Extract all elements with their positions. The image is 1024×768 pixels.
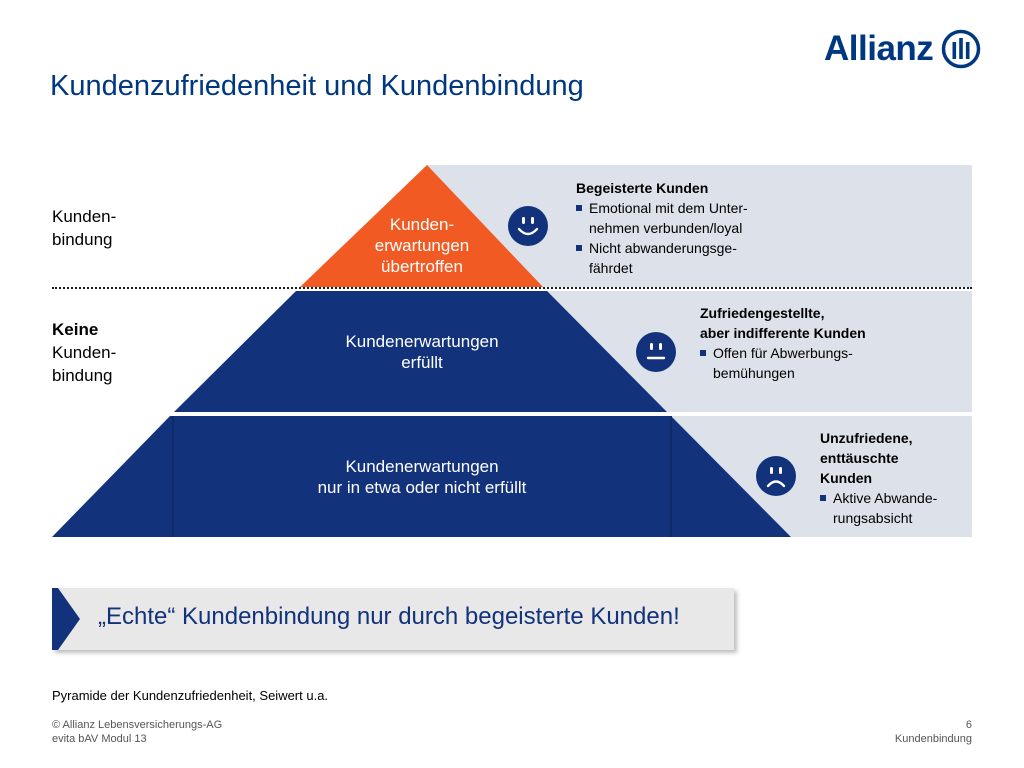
label-kundenbindung: Kunden- bindung	[52, 205, 116, 251]
label-line: Kunden-	[52, 207, 117, 226]
source-note: Pyramide der Kundenzufriedenheit, Seiwer…	[52, 688, 329, 703]
pyramid-tier-top	[300, 165, 543, 287]
logo-wordmark: Allianz	[824, 29, 934, 68]
label-line: Keine	[52, 320, 99, 339]
label-line: bindung	[52, 230, 113, 249]
label-keine-kundenbindung: Keine Kunden- bindung	[52, 318, 116, 387]
bullet-line: fährdet	[589, 260, 633, 276]
segment-title: Kunden	[820, 470, 873, 486]
pyramid-text-line: erfüllt	[401, 353, 443, 372]
bullet-item: Emotional mit dem Unter- nehmen verbunde…	[576, 198, 796, 238]
pyramid-bottom-text: Kundenerwartungen nur in etwa oder nicht…	[262, 456, 582, 498]
segment-zufrieden: Zufriedengestellte, aber indifferente Ku…	[700, 303, 940, 383]
segment-begeistert: Begeisterte Kunden Emotional mit dem Unt…	[576, 178, 796, 278]
chevron-right-icon	[52, 588, 80, 650]
pyramid-tier-middle	[174, 291, 667, 412]
pyramid-text-line: erwartungen	[374, 236, 470, 255]
allianz-logo: Allianz	[824, 28, 981, 70]
allianz-eagle-icon	[942, 29, 981, 69]
band-top	[427, 165, 972, 287]
pyramid-text-line: nur in etwa oder nicht erfüllt	[317, 478, 527, 497]
pyramid-text-line: übertroffen	[381, 257, 463, 276]
band-middle	[545, 291, 972, 412]
pyramid-top-text: Kunden- erwartungen übertroffen	[342, 214, 502, 277]
bullet-line: rungsabsicht	[833, 510, 913, 526]
segment-title: Unzufriedene,	[820, 430, 913, 446]
smile-face-icon	[508, 206, 548, 246]
bullet-line: nehmen verbunden/loyal	[589, 220, 743, 236]
segment-title: enttäuschte	[820, 450, 899, 466]
bullet-item: Aktive Abwande- rungsabsicht	[820, 488, 970, 528]
segment-title: Zufriedengestellte,	[700, 305, 825, 321]
footer-left: © Allianz Lebensversicherungs-AG evita b…	[52, 718, 222, 746]
sad-face-icon	[756, 456, 796, 496]
bullet-line: Nicht abwanderungsge-	[589, 240, 737, 256]
pyramid-text-line: Kundenerwartungen	[345, 332, 499, 351]
segment-bullets: Aktive Abwande- rungsabsicht	[820, 488, 970, 528]
bullet-item: Nicht abwanderungsge- fährdet	[576, 238, 796, 278]
bullet-line: Emotional mit dem Unter-	[589, 200, 748, 216]
footer-section: Kundenbindung	[894, 733, 972, 745]
band-bottom	[671, 416, 972, 537]
pyramid-tier-bottom	[52, 416, 791, 537]
key-message-banner: „Echte“ Kundenbindung nur durch begeiste…	[52, 588, 734, 650]
segment-bullets: Emotional mit dem Unter- nehmen verbunde…	[576, 198, 796, 278]
segment-title: Begeisterte Kunden	[576, 180, 709, 196]
label-line: Kunden-	[52, 343, 117, 362]
pyramid-text-line: Kunden-	[389, 215, 455, 234]
banner-text: „Echte“ Kundenbindung nur durch begeiste…	[98, 603, 680, 630]
label-line: bindung	[52, 366, 113, 385]
footer-page-number: 6	[965, 719, 972, 731]
segment-bullets: Offen für Abwerbungs- bemühungen	[700, 343, 940, 383]
page-title: Kundenzufriedenheit und Kundenbindung	[50, 70, 584, 102]
dotted-separator	[52, 287, 972, 289]
neutral-face-icon	[636, 332, 676, 372]
bullet-item: Offen für Abwerbungs- bemühungen	[700, 343, 940, 383]
segment-unzufrieden: Unzufriedene, enttäuschte Kunden Aktive …	[820, 428, 970, 528]
bullet-line: Aktive Abwande-	[833, 490, 938, 506]
footer-right: 6 Kundenbindung	[895, 718, 972, 746]
footer-module: evita bAV Modul 13	[52, 733, 147, 745]
footer-company: © Allianz Lebensversicherungs-AG	[52, 719, 223, 731]
pyramid-text-line: Kundenerwartungen	[345, 457, 499, 476]
bullet-line: Offen für Abwerbungs-	[713, 345, 853, 361]
segment-title: aber indifferente Kunden	[700, 325, 866, 341]
pyramid-middle-text: Kundenerwartungen erfüllt	[302, 331, 542, 373]
bullet-line: bemühungen	[713, 365, 795, 381]
